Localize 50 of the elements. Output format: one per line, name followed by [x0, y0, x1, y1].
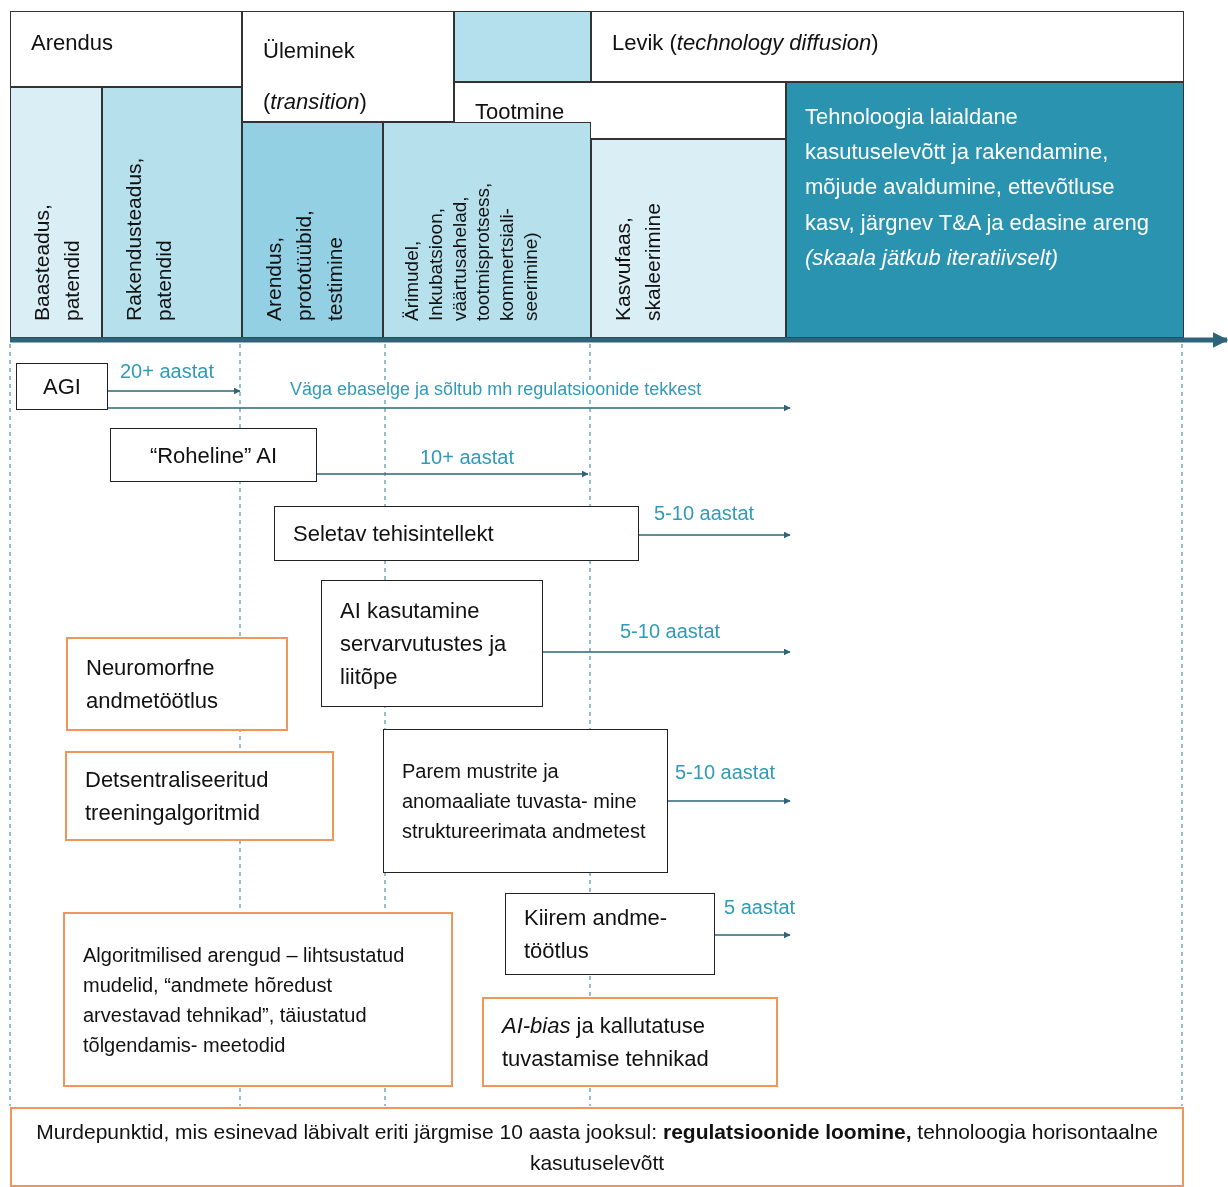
- technology-box: [505, 893, 715, 975]
- stage-label: Rakendusteadus, patendid: [121, 156, 177, 321]
- technology-box: [274, 506, 639, 561]
- blank-header-box: [454, 11, 591, 82]
- phase-header: [10, 11, 242, 87]
- phase-title: Üleminek (transition): [263, 37, 368, 116]
- arrow: [316, 470, 589, 478]
- stage-column: [591, 139, 786, 338]
- stage-column: [102, 87, 242, 338]
- stage-label: Ärimudel, Inkubatsioon, väärtusahelad, tootmisprotsess, kommertsiali- seerimine): [400, 181, 542, 321]
- box-text: Seletav tehisintellekt: [293, 520, 494, 548]
- technology-box: [383, 729, 668, 873]
- phase-header: [591, 11, 1184, 82]
- edge-label: Väga ebaselge ja sõltub mh regulatsioonide tekkest: [288, 380, 704, 400]
- box-text: “Roheline” AI: [149, 441, 278, 470]
- phase-title: Arendus: [31, 29, 113, 57]
- technology-box: [321, 580, 543, 707]
- box-text: Algoritmilised arengud – lihtsustatud mudelid, “andmete hõredust arvestavad tehnikad”, täiustatud tõlgendamis- meetodid: [83, 942, 406, 1058]
- arrow: [638, 531, 791, 539]
- stage-label: Arendus, prototüübid, testimine: [261, 209, 347, 321]
- phase-title: Tootmine: [475, 98, 565, 126]
- box-text: AI-bias ja kallutatuse tuvastamise tehnikad: [502, 1012, 710, 1073]
- stage-column: [242, 122, 383, 338]
- technology-box: [16, 363, 108, 410]
- box-text: AGI: [43, 373, 81, 401]
- box-text: Kiirem andme- töötlus: [524, 904, 669, 965]
- breakthrough-box: [482, 997, 778, 1087]
- phase-title: Levik (technology diffusion): [612, 29, 879, 57]
- panel-text: Tehnoloogia laialdane kasutuselevõtt ja rakendamine, mõjude avaldumine, ettevõtluse kasv, järgnev T&A ja edasine areng (skaala jätkub iteratiivselt): [805, 103, 1151, 272]
- phase-header: [242, 11, 454, 122]
- arrow: [714, 931, 791, 939]
- arrow: [107, 387, 241, 395]
- box-text: Murdepunktid, mis esinevad läbivalt eriti järgmise 10 aasta jooksul: regulatsioonide loomine, tehnoloogia horisontaalne kasutuselevõtt: [35, 1118, 1159, 1176]
- technology-box: [110, 428, 317, 482]
- box-text: Parem mustrite ja anomaaliate tuvasta- mine struktureerimata andmetest: [402, 759, 647, 844]
- breakthrough-box: [65, 751, 334, 841]
- stage-label: Kasvufaas, skaleerimine: [610, 202, 666, 321]
- arrow: [667, 797, 791, 805]
- diffusion-panel: [786, 82, 1184, 338]
- box-text: AI kasutamine servarvutustes ja liitõpe: [340, 597, 508, 691]
- box-text: Neuromorfne andmetöötlus: [86, 654, 220, 715]
- arrow: [107, 404, 791, 412]
- box-text: Detsentraliseeritud treeningalgoritmid: [85, 766, 270, 827]
- arrow: [542, 648, 791, 656]
- breakthrough-box: [63, 912, 453, 1087]
- stage-label: Baasteadus, patendid: [29, 203, 85, 321]
- breakthrough-box: [10, 1107, 1184, 1187]
- stage-column: [10, 87, 102, 338]
- stage-column: [383, 122, 591, 338]
- breakthrough-box: [66, 637, 288, 731]
